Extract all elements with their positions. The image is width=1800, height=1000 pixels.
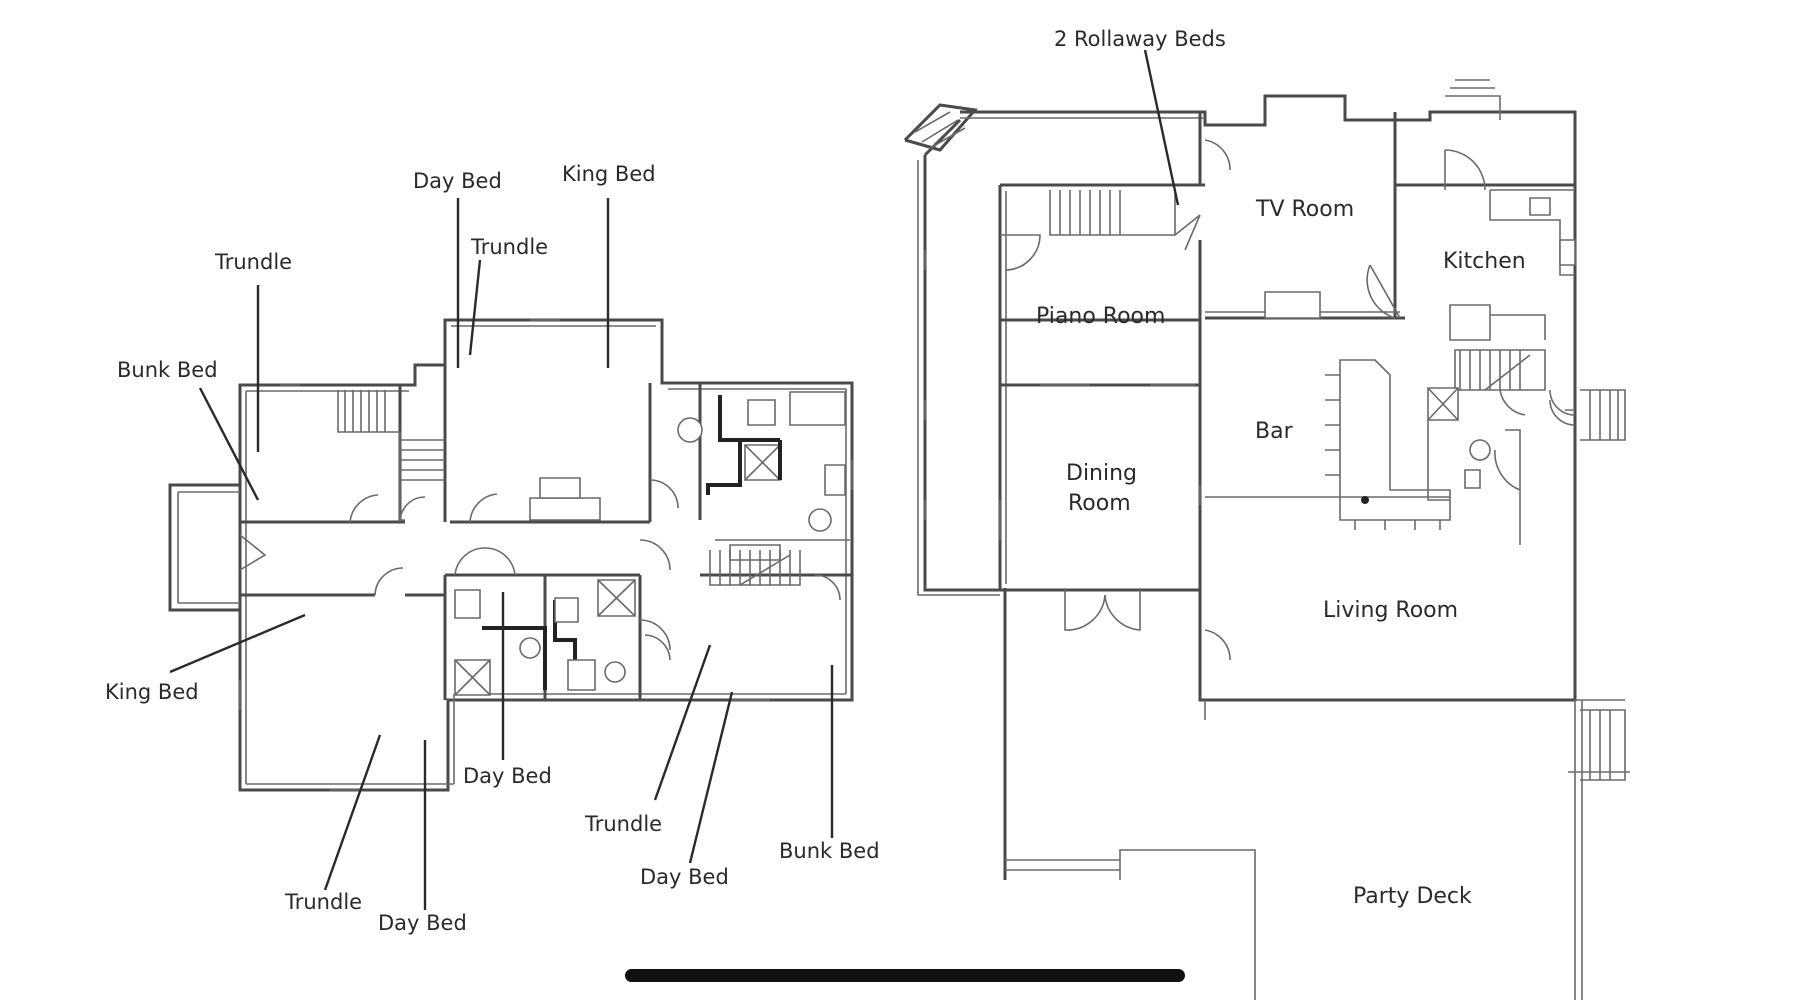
room-label-tv-room: TV Room [1255,197,1354,222]
bed-label: Day Bed [463,764,552,788]
bed-label: Day Bed [640,865,729,889]
label-leader-lines [169,49,1180,910]
room-label-bar: Bar [1255,419,1294,444]
upper-floor-plan [168,318,854,792]
room-label-party-deck: Party Deck [1353,884,1472,909]
stairs [337,390,445,521]
bathroom-fixtures [454,579,671,696]
stairs [709,550,801,586]
upper-floor-bed-labels: Day Bed King Bed Trundle Trundle Bunk Be… [105,162,880,935]
bed-label: Day Bed [378,911,467,935]
bed-label: Bunk Bed [779,839,880,863]
kitchen-fixtures [1427,189,1576,545]
bed-label: Trundle [214,250,292,274]
bed-label: King Bed [105,680,199,704]
room-label-dining: Dining [1066,461,1137,486]
bed-label: Trundle [284,890,362,914]
bed-label: 2 Rollaway Beds [1054,27,1226,51]
bar-counter [1325,359,1451,530]
main-floor-plan [903,79,1630,1000]
room-label-kitchen: Kitchen [1443,249,1526,274]
bathroom-fixtures [677,391,850,561]
bed-label: Trundle [470,235,548,259]
bed-label: Trundle [584,812,662,836]
bed-label: Day Bed [413,169,502,193]
bed-label: King Bed [562,162,656,186]
bed-label: Bunk Bed [117,358,218,382]
home-indicator-bar[interactable] [625,969,1185,982]
room-label-piano-room: Piano Room [1036,304,1165,329]
stairs [1000,190,1201,271]
room-label-living-room: Living Room [1323,598,1458,623]
room-label-dining-room: Room [1068,491,1131,516]
main-floor-labels: 2 Rollaway Beds TV Room Kitchen Piano Ro… [1036,27,1526,909]
